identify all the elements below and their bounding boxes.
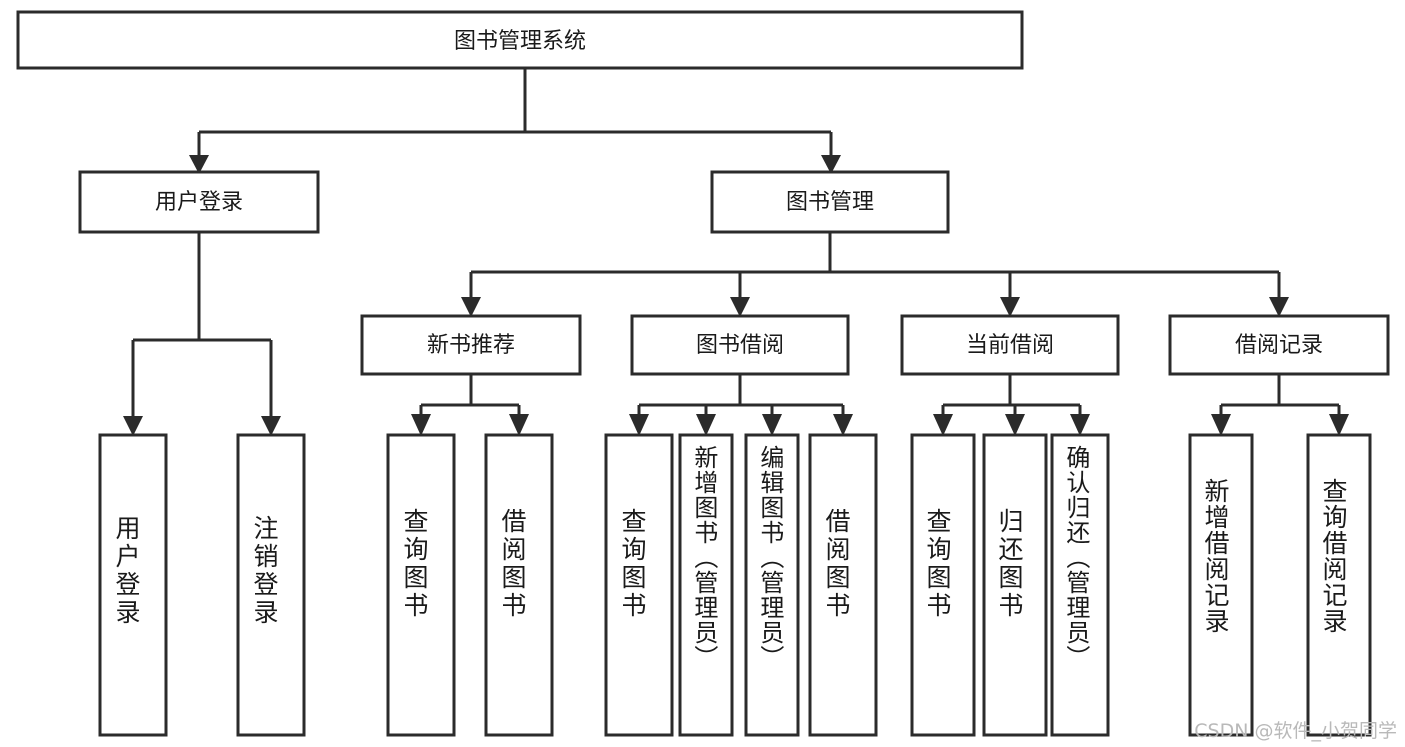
node-user-login-box — [78, 170, 320, 234]
arrowhead-new-books — [461, 297, 481, 317]
node-root-box — [16, 10, 1024, 70]
leaf-box-query-book-bw[interactable] — [604, 433, 674, 737]
node-book-management-label: 图书管理 — [786, 190, 874, 215]
node-user-login[interactable]: 用户登录 — [78, 170, 320, 234]
arrowhead-current — [1000, 297, 1020, 317]
node-book-borrow[interactable]: 图书借阅 — [630, 314, 850, 376]
connector-layer — [123, 68, 1349, 436]
leaf-box-user-login[interactable] — [98, 433, 168, 737]
leaf-box-borrow-book-nb[interactable] — [484, 433, 554, 737]
node-book-management-box — [710, 170, 950, 234]
arrowhead-bw-leaf-2 — [696, 414, 716, 436]
leaf-box-return-book[interactable] — [982, 433, 1048, 737]
node-new-book-recommend-box — [360, 314, 582, 376]
node-root[interactable]: 图书管理系统 — [16, 10, 1024, 70]
node-root-label: 图书管理系统 — [454, 29, 586, 54]
connector-current-spine — [941, 374, 1082, 420]
node-user-login-label: 用户登录 — [155, 190, 243, 215]
connector-user-login-spine — [131, 232, 273, 420]
arrowhead-borrow — [730, 297, 750, 317]
arrowhead-records — [1269, 297, 1289, 317]
connector-records-spine — [1219, 374, 1341, 420]
arrowhead-rc-leaf-1 — [1211, 414, 1231, 436]
arrowhead-rc-leaf-2 — [1329, 414, 1349, 436]
node-book-borrow-box — [630, 314, 850, 376]
connector-root-spine — [197, 68, 833, 158]
arrowhead-book-mgmt — [821, 155, 841, 174]
leaf-box-edit-book[interactable] — [744, 433, 800, 737]
node-current-borrow[interactable]: 当前借阅 — [900, 314, 1120, 376]
arrowhead-leaf-user-login — [123, 416, 143, 436]
leaf-box-logout[interactable] — [236, 433, 306, 737]
node-current-borrow-label: 当前借阅 — [966, 333, 1054, 358]
connector-new-books-spine — [419, 374, 521, 420]
leaf-box-query-book-nb[interactable] — [386, 433, 456, 737]
arrowhead-cb-leaf-3 — [1070, 414, 1090, 436]
leaf-box-query-book-cb[interactable] — [910, 433, 976, 737]
leaf-box-add-book[interactable] — [678, 433, 734, 737]
node-borrow-records[interactable]: 借阅记录 — [1168, 314, 1390, 376]
node-new-book-recommend[interactable]: 新书推荐 — [360, 314, 582, 376]
connector-borrow-spine — [637, 374, 845, 420]
arrowhead-bw-leaf-1 — [629, 414, 649, 436]
node-borrow-records-box — [1168, 314, 1390, 376]
arrowhead-bw-leaf-3 — [762, 414, 782, 436]
node-borrow-records-label: 借阅记录 — [1235, 333, 1323, 358]
node-current-borrow-box — [900, 314, 1120, 376]
leaf-box-confirm-return[interactable] — [1050, 433, 1110, 737]
leaf-box-query-record[interactable] — [1306, 433, 1372, 737]
arrowhead-leaf-logout — [261, 416, 281, 436]
arrowhead-user-login — [189, 155, 209, 174]
leaf-box-layer — [98, 433, 1372, 737]
arrowhead-cb-leaf-1 — [933, 414, 953, 436]
connector-book-mgmt-spine — [469, 232, 1281, 300]
leaf-box-borrow-book-bw[interactable] — [808, 433, 878, 737]
arrowhead-bw-leaf-4 — [833, 414, 853, 436]
csdn-watermark: CSDN @软件_小贺同学 — [1194, 720, 1397, 742]
arrowhead-nb-leaf-2 — [509, 414, 529, 436]
arrowhead-cb-leaf-2 — [1005, 414, 1025, 436]
arrowhead-nb-leaf-1 — [411, 414, 431, 436]
node-book-management[interactable]: 图书管理 — [710, 170, 950, 234]
node-book-borrow-label: 图书借阅 — [696, 333, 784, 358]
node-new-book-recommend-label: 新书推荐 — [427, 333, 515, 358]
leaf-box-add-record[interactable] — [1188, 433, 1254, 737]
